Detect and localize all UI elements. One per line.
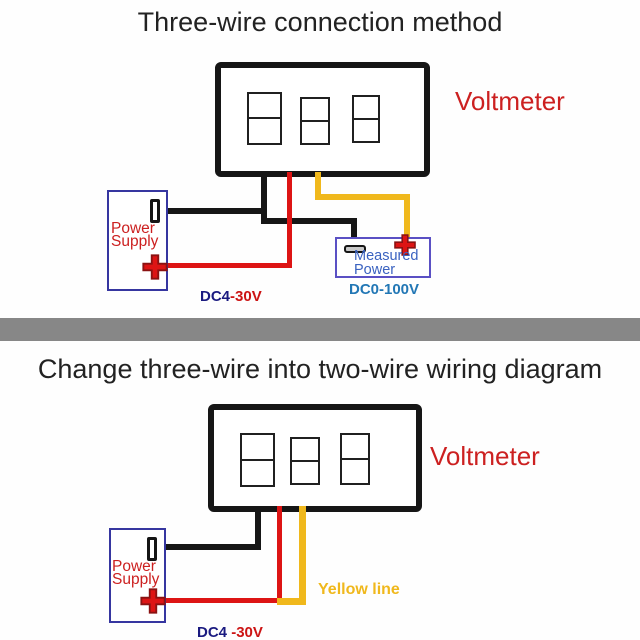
power-supply-label-line2: Supply: [112, 571, 160, 588]
wire-voltmeter-red-pin: [277, 506, 282, 603]
rating-range-part: -30V: [227, 624, 263, 640]
section-divider: [0, 318, 640, 341]
rating-dc-part: DC4: [197, 624, 228, 640]
wire-red-to-power-supply: [163, 598, 282, 603]
measured-power-box: [335, 237, 431, 278]
negative-terminal-icon: [147, 537, 157, 561]
power-supply-rating: DC4 -30V: [172, 607, 263, 640]
wire-yellow-drop-measured-power: [404, 194, 410, 240]
measured-power-label-line2: Power: [354, 262, 396, 278]
power-supply-rating: DC4-30V: [175, 271, 262, 322]
rating-range-part: -30V: [230, 288, 262, 305]
measured-power-label: Measured Power: [354, 248, 419, 278]
power-supply-label-line1: Power: [111, 220, 155, 237]
seven-segment-digit: [290, 437, 320, 485]
three-wire-section: Three-wire connection method Voltmeter P…: [0, 0, 640, 318]
wire-voltmeter-red-pin: [287, 172, 292, 268]
wire-black-to-power-supply: [166, 208, 264, 214]
measured-power-rating: DC0-100V: [349, 281, 420, 298]
wire-voltmeter-yellow-pin: [315, 172, 321, 200]
negative-terminal-icon: [344, 245, 366, 253]
voltmeter-label: Voltmeter: [455, 86, 565, 116]
wire-red-to-power-supply: [166, 263, 292, 268]
wire-black-to-power-supply: [163, 544, 261, 550]
rating-dc-part: DC4: [200, 288, 231, 305]
two-wire-section: Change three-wire into two-wire wiring d…: [0, 341, 640, 640]
power-supply-label-line2: Supply: [111, 233, 159, 250]
wire-black-to-measured-power: [261, 218, 357, 224]
seven-segment-digit: [240, 433, 275, 487]
seven-segment-digit: [340, 433, 370, 485]
wire-yellow-joint-foot: [277, 598, 306, 605]
seven-segment-digit: [352, 95, 380, 143]
power-supply-label: Power Supply: [112, 558, 160, 588]
measured-power-label-line1: Measured: [354, 248, 419, 264]
plus-terminal-icon: [140, 588, 166, 614]
wire-voltmeter-yellow-pin: [299, 506, 306, 605]
power-supply-label: Power Supply: [111, 220, 159, 250]
seven-segment-digit: [247, 92, 282, 145]
power-supply-label-line1: Power: [112, 558, 156, 575]
voltmeter-label: Voltmeter: [430, 441, 540, 471]
wire-voltmeter-black-pin: [255, 506, 261, 550]
wire-voltmeter-black-pin: [261, 172, 267, 224]
plus-terminal-icon: [142, 254, 168, 280]
wire-black-drop-measured-power: [351, 218, 357, 246]
plus-terminal-icon: [394, 234, 416, 256]
yellow-line-label: Yellow line: [318, 581, 400, 598]
two-wire-title: Change three-wire into two-wire wiring d…: [37, 354, 603, 384]
negative-terminal-icon: [150, 199, 160, 223]
seven-segment-digit: [300, 97, 330, 145]
three-wire-title: Three-wire connection method: [137, 7, 503, 37]
wire-yellow-horizontal: [315, 194, 410, 200]
